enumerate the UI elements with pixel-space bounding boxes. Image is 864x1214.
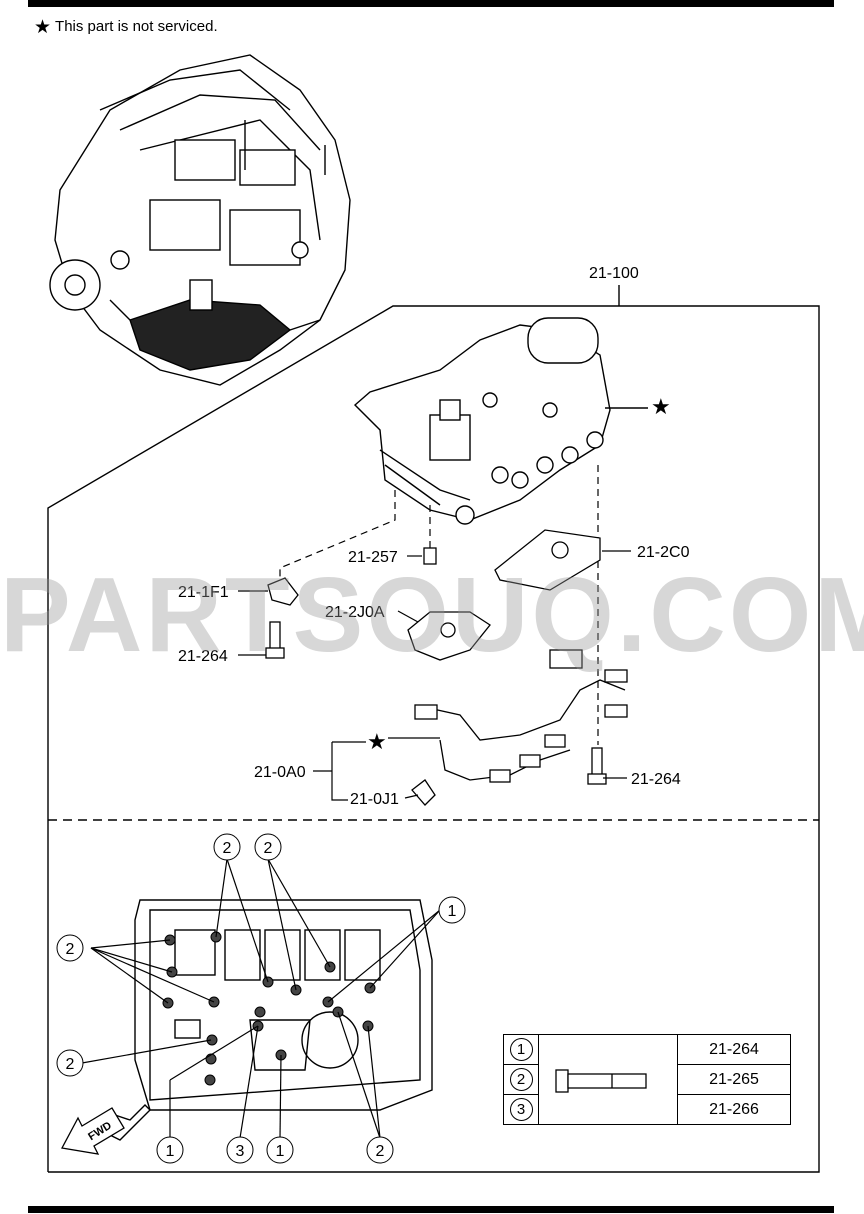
top-rule xyxy=(28,0,834,7)
svg-text:1: 1 xyxy=(276,1143,285,1160)
label-21-264-right: 21-264 xyxy=(631,771,681,788)
svg-text:2: 2 xyxy=(66,941,75,958)
control-valve-body xyxy=(353,317,648,525)
label-21-2c0: 21-2C0 xyxy=(637,544,690,561)
service-note: ★This part is not serviced. xyxy=(34,16,218,39)
star-icon: ★ xyxy=(34,17,52,38)
wiring-harness xyxy=(414,679,626,741)
legend-row: 3 21-266 xyxy=(503,1094,791,1125)
fastener-legend: 1 21-264 2 21-265 3 21-266 xyxy=(503,1034,791,1125)
legend-part: 21-266 xyxy=(677,1094,791,1125)
callout-1: 1 xyxy=(156,1136,184,1164)
part-21-257-shape xyxy=(423,547,437,565)
label-21-1f1: 21-1F1 xyxy=(178,584,229,601)
callout-1: 1 xyxy=(266,1136,294,1164)
label-21-257: 21-257 xyxy=(348,549,398,566)
star-icon: ★ xyxy=(651,394,671,419)
callout-1: 1 xyxy=(438,896,466,924)
small-parts xyxy=(265,529,628,806)
callout-2: 2 xyxy=(254,833,282,861)
part-21-0j1-shape xyxy=(411,779,436,806)
leader-lines xyxy=(238,550,631,801)
svg-text:3: 3 xyxy=(236,1143,245,1160)
svg-text:1: 1 xyxy=(448,903,457,920)
legend-callout: 3 xyxy=(509,1098,533,1121)
assembly-frame xyxy=(47,285,820,1173)
label-21-0j1: 21-0J1 xyxy=(350,791,399,808)
callout-2: 2 xyxy=(213,833,241,861)
bolt-21-264-right xyxy=(591,747,603,777)
bolt-holes xyxy=(162,931,376,1086)
callout-2: 2 xyxy=(56,934,84,962)
legend-part: 21-265 xyxy=(677,1064,791,1095)
part-21-2c0-shape xyxy=(494,529,601,591)
callout-3: 3 xyxy=(226,1136,254,1164)
legend-callout: 2 xyxy=(509,1068,533,1091)
callout-2: 2 xyxy=(366,1136,394,1164)
callout-circles: 2 2 1 2 2 1 3 1 xyxy=(56,833,466,1164)
bottom-rule xyxy=(28,1206,834,1213)
svg-text:2: 2 xyxy=(264,840,273,857)
forward-arrow-icon: FWD xyxy=(61,1107,125,1155)
callout-2: 2 xyxy=(56,1049,84,1077)
bolt-icon-cell xyxy=(538,1034,678,1125)
label-21-264-left: 21-264 xyxy=(178,648,228,665)
legend-part: 21-264 xyxy=(677,1034,791,1065)
svg-text:2: 2 xyxy=(223,840,232,857)
legend-callout: 1 xyxy=(509,1038,533,1061)
callout-leaders xyxy=(81,858,441,1139)
legend-row: 2 21-265 xyxy=(503,1064,791,1095)
svg-text:2: 2 xyxy=(376,1143,385,1160)
label-21-0a0: 21-0A0 xyxy=(254,764,306,781)
star-icon: ★ xyxy=(367,729,387,754)
service-note-text: This part is not serviced. xyxy=(55,18,218,35)
label-21-100: 21-100 xyxy=(589,265,639,282)
label-21-2j0a: 21-2J0A xyxy=(325,604,385,621)
legend-row: 1 21-264 xyxy=(503,1034,791,1125)
bolt-21-264-left xyxy=(269,621,281,651)
transmission-illustration xyxy=(49,54,351,386)
svg-text:2: 2 xyxy=(66,1056,75,1073)
valve-plate-diagram xyxy=(98,899,433,1141)
part-21-1f1-shape xyxy=(267,577,299,606)
svg-text:1: 1 xyxy=(166,1143,175,1160)
